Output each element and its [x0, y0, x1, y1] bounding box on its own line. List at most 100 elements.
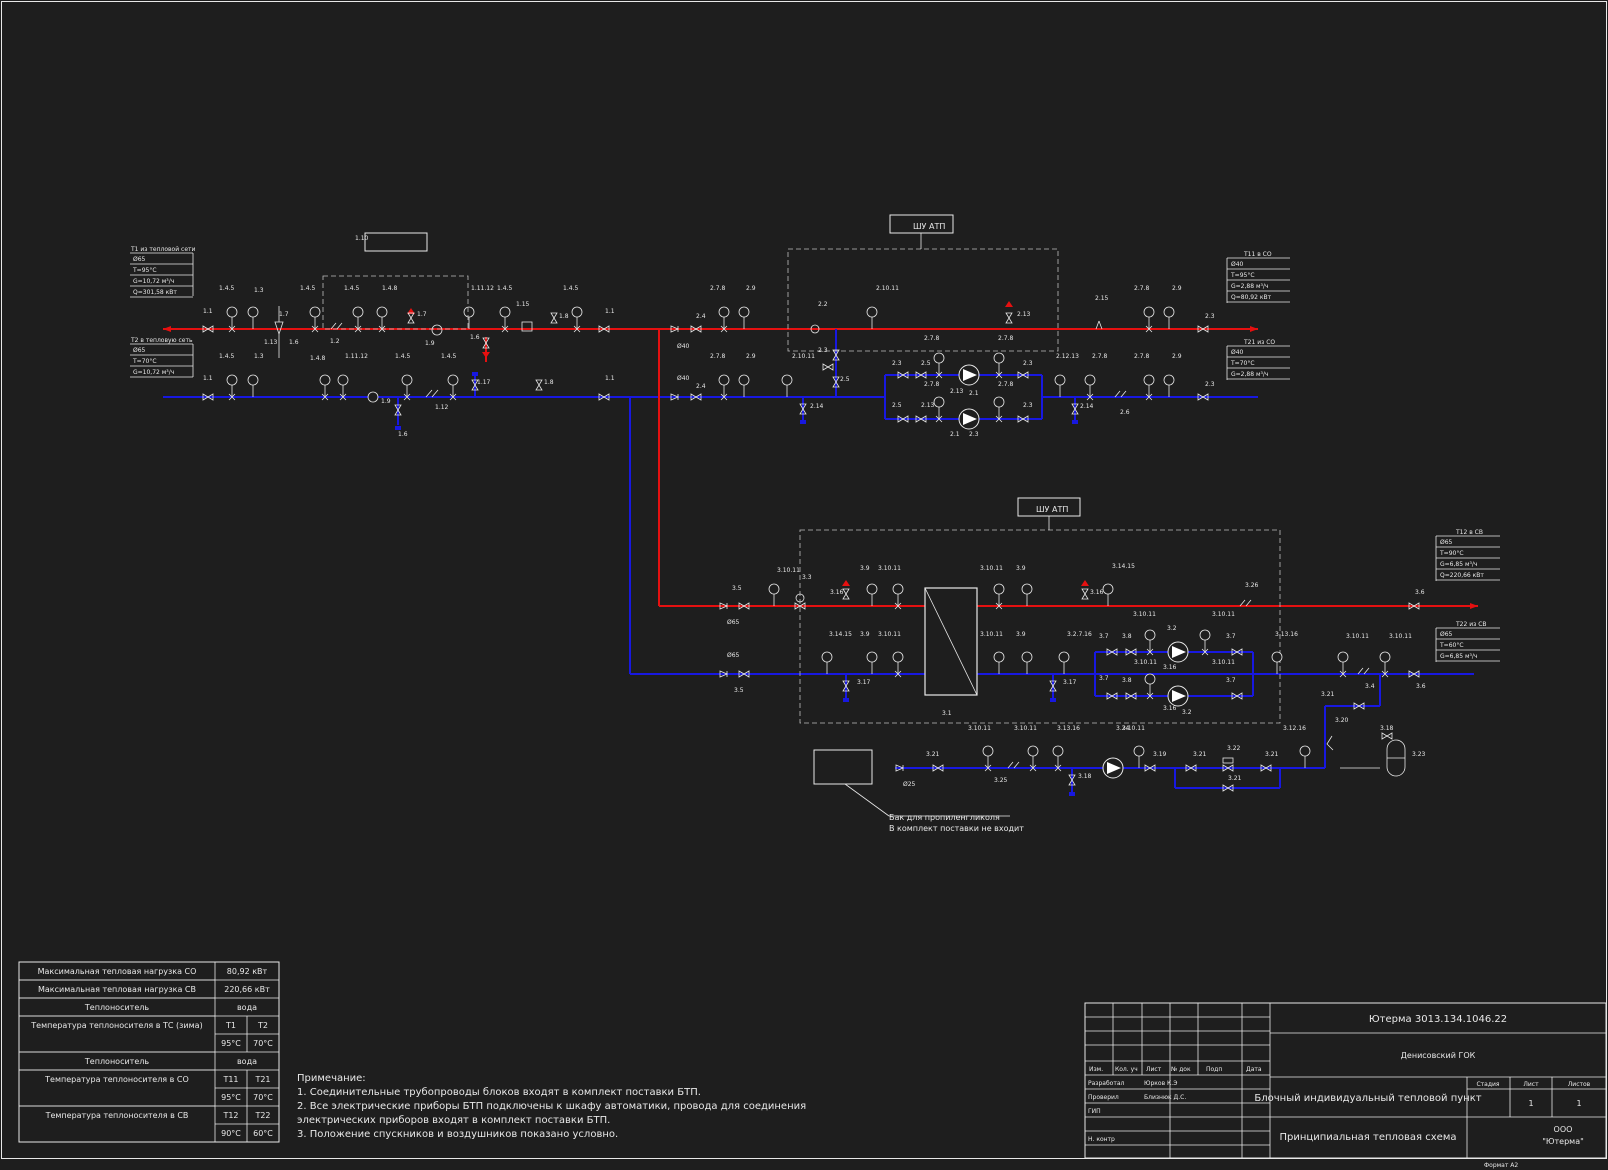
tank-label-2: В комплект поставки не входит — [889, 824, 1024, 833]
equipment-tag: Ø65 — [727, 652, 740, 659]
equipment-tag: 1.4.8 — [382, 285, 397, 292]
equipment-tag: 1.4.5 — [563, 285, 578, 292]
inlet-t1: Т1 из тепловой сети Ø65 T=95°C G=10,72 м… — [130, 246, 196, 298]
summary-cell: Теплоноситель — [84, 1003, 149, 1012]
atp-panel-label-2: ШУ АТП — [1036, 505, 1068, 514]
equipment-tag: 2.13 — [950, 388, 964, 395]
equipment-tag: 2.5 — [921, 360, 931, 367]
svg-text:Ø65: Ø65 — [1440, 539, 1453, 546]
summary-cell: Максимальная тепловая нагрузка СО — [38, 967, 197, 976]
svg-text:T=95°C: T=95°C — [1230, 272, 1255, 279]
summary-cell: Температура теплоносителя в СО — [44, 1075, 189, 1084]
equipment-tag: 1.4.5 — [395, 353, 410, 360]
equipment-tag: 1.12 — [435, 404, 449, 411]
svg-text:Т1 из тепловой сети: Т1 из тепловой сети — [130, 246, 196, 253]
svg-text:Лист: Лист — [1146, 1066, 1162, 1073]
equipment-tag: 2.10.11 — [876, 285, 899, 292]
svg-text:G=2,88 м³/ч: G=2,88 м³/ч — [1231, 371, 1268, 378]
summary-cell: Максимальная тепловая нагрузка СВ — [38, 985, 196, 994]
equipment-tag: 2.5 — [892, 402, 902, 409]
svg-text:T=90°C: T=90°C — [1439, 550, 1464, 557]
svg-text:T=70°C: T=70°C — [132, 358, 157, 365]
equipment-tag: 2.15 — [1095, 295, 1109, 302]
svg-text:Разработал: Разработал — [1088, 1080, 1125, 1087]
svg-text:1: 1 — [1576, 1099, 1581, 1108]
svg-text:Ø65: Ø65 — [133, 347, 146, 354]
equipment-tag: 3.10.11 — [1133, 611, 1156, 618]
equipment-tag: 1.8 — [559, 313, 569, 320]
svg-text:электрических приборов входят: электрических приборов входят в комплект… — [297, 1115, 610, 1126]
equipment-tag: 3.7 — [1226, 633, 1236, 640]
equipment-tag: 2.9 — [1172, 353, 1182, 360]
node3-equipment — [719, 497, 1420, 817]
equipment-tag: 1.7 — [279, 311, 289, 318]
summary-cell: 60°C — [253, 1129, 273, 1138]
svg-text:Листов: Листов — [1568, 1081, 1591, 1088]
equipment-tag: 3.13.16 — [1275, 631, 1298, 638]
equipment-tag: 3.10.11 — [878, 631, 901, 638]
outlet-t11: Т11 в СО Ø40 T=95°C G=2,88 м³/ч Q=80,92 … — [1226, 251, 1290, 303]
equipment-tag: 1.7 — [417, 311, 427, 318]
equipment-tag: 3.25 — [994, 777, 1008, 784]
equipment-tag: 3.7 — [1099, 675, 1109, 682]
equipment-tag: 1.4.5 — [441, 353, 456, 360]
equipment-tag: 3.18 — [1078, 773, 1092, 780]
equipment-tag: 2.3 — [1205, 381, 1215, 388]
title-block: Изм. Кол. уч Лист № док Подп Дата Разраб… — [1084, 1002, 1607, 1169]
inlet-t2: Т2 в тепловую сеть Ø65 T=70°C G=10,72 м³… — [130, 337, 194, 378]
equipment-tag: 3.2 — [1182, 709, 1192, 716]
svg-text:Формат А2: Формат А2 — [1484, 1162, 1518, 1169]
equipment-tag: 3.10.11 — [1212, 611, 1235, 618]
summary-cell: 220,66 кВт — [224, 985, 270, 994]
equipment-tag: 3.2.7.16 — [1067, 631, 1092, 638]
svg-text:Юрков К.Э: Юрков К.Э — [1144, 1080, 1177, 1087]
equipment-tag: 1.8 — [544, 379, 554, 386]
svg-text:Q=80,92 кВт: Q=80,92 кВт — [1231, 294, 1272, 301]
summary-cell: 90°C — [221, 1129, 241, 1138]
svg-text:Лист: Лист — [1523, 1081, 1539, 1088]
equipment-tag: 1.4.5 — [497, 285, 512, 292]
glycol-tank — [813, 749, 873, 785]
equipment-tag: 2.7.8 — [1134, 285, 1149, 292]
svg-text:2. Все электрические приборы Б: 2. Все электрические приборы БТП подключ… — [297, 1101, 806, 1112]
equipment-tag: 1.9 — [381, 398, 391, 405]
summary-cell: Т1 — [225, 1021, 236, 1030]
equipment-tag: 1.10 — [355, 235, 369, 242]
equipment-tag: 3.3 — [802, 574, 812, 581]
svg-text:Т22 из СВ: Т22 из СВ — [1455, 621, 1487, 628]
svg-text:Принципиальная тепловая схема: Принципиальная тепловая схема — [1279, 1132, 1456, 1143]
svg-text:G=10,72 м³/ч: G=10,72 м³/ч — [133, 278, 174, 285]
summary-cell: 70°C — [253, 1093, 273, 1102]
equipment-tag: 3.10.11 — [980, 565, 1003, 572]
summary-cell: Т21 — [254, 1075, 270, 1084]
equipment-tag: 1.6 — [398, 431, 408, 438]
outlet-t22: Т22 из СВ Ø65 T=60°C G=6,85 м³/ч — [1435, 621, 1500, 662]
equipment-tag: 3.9 — [1016, 565, 1026, 572]
equipment-tag: 1.4.5 — [300, 285, 315, 292]
svg-text:Q=220,66 кВт: Q=220,66 кВт — [1440, 572, 1484, 579]
equipment-tag: 3.9 — [1016, 631, 1026, 638]
equipment-tag: 2.14 — [1080, 403, 1094, 410]
summary-cell: Т11 — [222, 1075, 238, 1084]
equipment-tag: 3.16 — [1163, 664, 1177, 671]
equipment-tag: 2.7.8 — [998, 381, 1013, 388]
vents — [395, 301, 1089, 796]
equipment-tag: 1.2 — [330, 338, 340, 345]
equipment-tag: 3.7 — [1226, 677, 1236, 684]
svg-text:Ютерма 3013.134.1046.22: Ютерма 3013.134.1046.22 — [1369, 1014, 1507, 1025]
equipment-tag: 3.22 — [1227, 745, 1241, 752]
svg-text:T=95°C: T=95°C — [132, 267, 157, 274]
equipment-tag: 3.21 — [926, 751, 940, 758]
summary-cell: вода — [237, 1057, 257, 1066]
equipment-tag: 2.4 — [696, 313, 706, 320]
equipment-tag: 1.11.12 — [345, 353, 368, 360]
equipment-tag: 3.1 — [942, 710, 952, 717]
equipment-tag: 2.4 — [696, 383, 706, 390]
svg-text:1: 1 — [1528, 1099, 1533, 1108]
equipment-tag: 1.4.5 — [344, 285, 359, 292]
equipment-tag: 2.7.8 — [924, 335, 939, 342]
equipment-tag: 2.14 — [810, 403, 824, 410]
equipment-tag: 3.16 — [830, 589, 844, 596]
